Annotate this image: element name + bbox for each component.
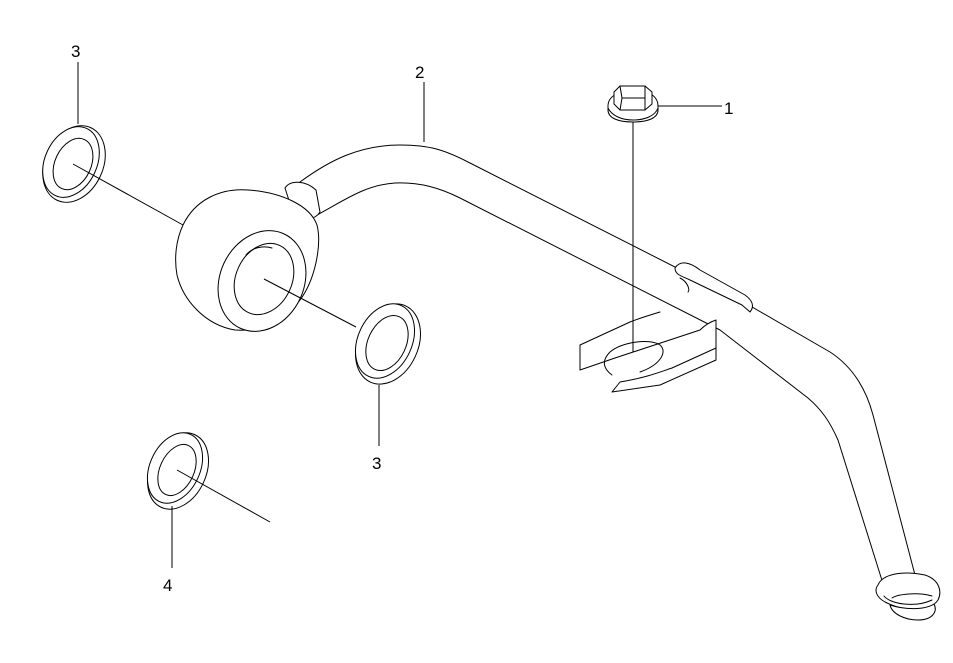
callout-tube: 2 bbox=[415, 63, 424, 82]
sealing-washer-middle bbox=[354, 303, 421, 385]
callout-bolt: 1 bbox=[724, 99, 733, 118]
callout-seal-top-left: 3 bbox=[71, 42, 80, 61]
callout-gasket: 4 bbox=[163, 576, 172, 595]
callout-numbers: 1 2 3 3 4 bbox=[71, 42, 733, 595]
leader-seal-top-left-axis bbox=[72, 163, 184, 226]
tube-bracket bbox=[579, 262, 753, 393]
callout-seal-middle: 3 bbox=[372, 454, 381, 473]
tube-end-fitting bbox=[875, 572, 941, 621]
leader-lines bbox=[72, 62, 722, 568]
oil-tube bbox=[175, 144, 941, 621]
leader-seal-middle-axis bbox=[263, 278, 357, 328]
leader-gasket-axis bbox=[176, 469, 271, 523]
banjo-fitting bbox=[175, 181, 321, 332]
flange-bolt bbox=[607, 85, 659, 123]
